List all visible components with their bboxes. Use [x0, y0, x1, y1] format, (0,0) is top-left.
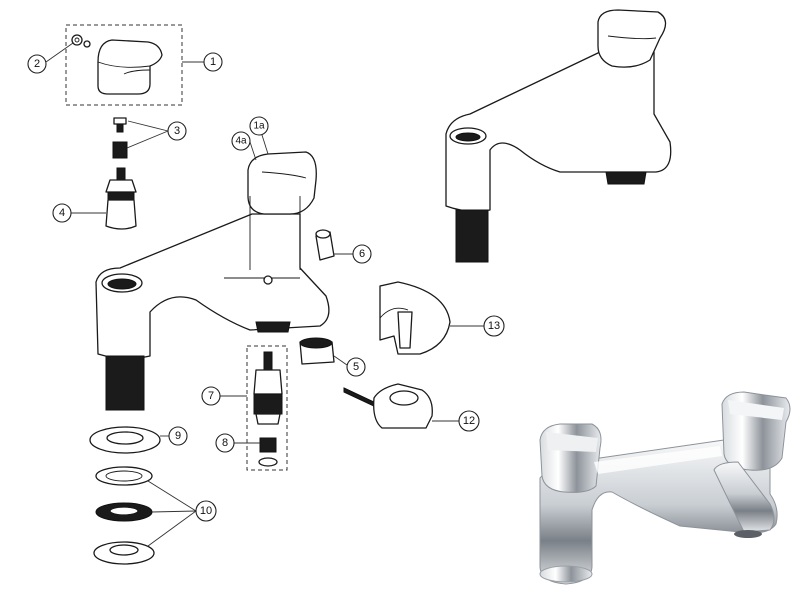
callout-8: 8 [215, 433, 260, 453]
callout-label: 12 [463, 415, 475, 427]
part-handle-lever [65, 24, 183, 106]
callout-label: 4 [59, 207, 65, 219]
part-screw-adapter [112, 117, 128, 159]
callout-13: 13 [450, 315, 505, 337]
callout-3: 3 [126, 120, 187, 149]
callout-label: 6 [359, 248, 365, 260]
part-mixer-body [95, 151, 330, 411]
assembled-mixer-line-drawing [445, 9, 672, 263]
callout-4a: 4a [231, 131, 257, 161]
callout-label: 4a [235, 136, 247, 147]
part-flange [89, 426, 161, 454]
callout-label: 13 [488, 320, 500, 332]
callout-7: 7 [201, 386, 247, 406]
callout-2: 2 [27, 42, 74, 74]
callout-label: 3 [174, 125, 180, 137]
callout-9: 9 [160, 426, 188, 446]
part-diverter-sleeve [315, 229, 335, 261]
part-grub-screw [71, 34, 91, 48]
part-washers [93, 466, 155, 565]
callout-label: 9 [175, 430, 181, 442]
callout-label: 7 [208, 390, 214, 402]
callout-6: 6 [333, 244, 372, 264]
callout-12: 12 [432, 410, 480, 432]
callout-label: 10 [200, 505, 212, 517]
callout-1a: 1a [249, 116, 269, 155]
callout-10: 10 [147, 480, 217, 547]
chrome-mixer-photo [539, 391, 791, 585]
part-cartridge [105, 167, 137, 230]
callout-label: 8 [222, 437, 228, 449]
callout-label: 1 [210, 56, 216, 68]
part-aerator [299, 337, 335, 365]
callout-label: 2 [34, 58, 40, 70]
callout-4: 4 [52, 203, 106, 223]
part-diverter-cartridge [246, 345, 288, 471]
part-small-fitting [258, 437, 278, 467]
callout-label: 5 [353, 361, 359, 373]
part-shower-holder [379, 281, 451, 355]
callout-1: 1 [182, 52, 223, 72]
part-wall-bracket-with-screw [343, 383, 433, 429]
callout-5: 5 [333, 355, 366, 377]
callout-label: 1a [253, 121, 265, 132]
